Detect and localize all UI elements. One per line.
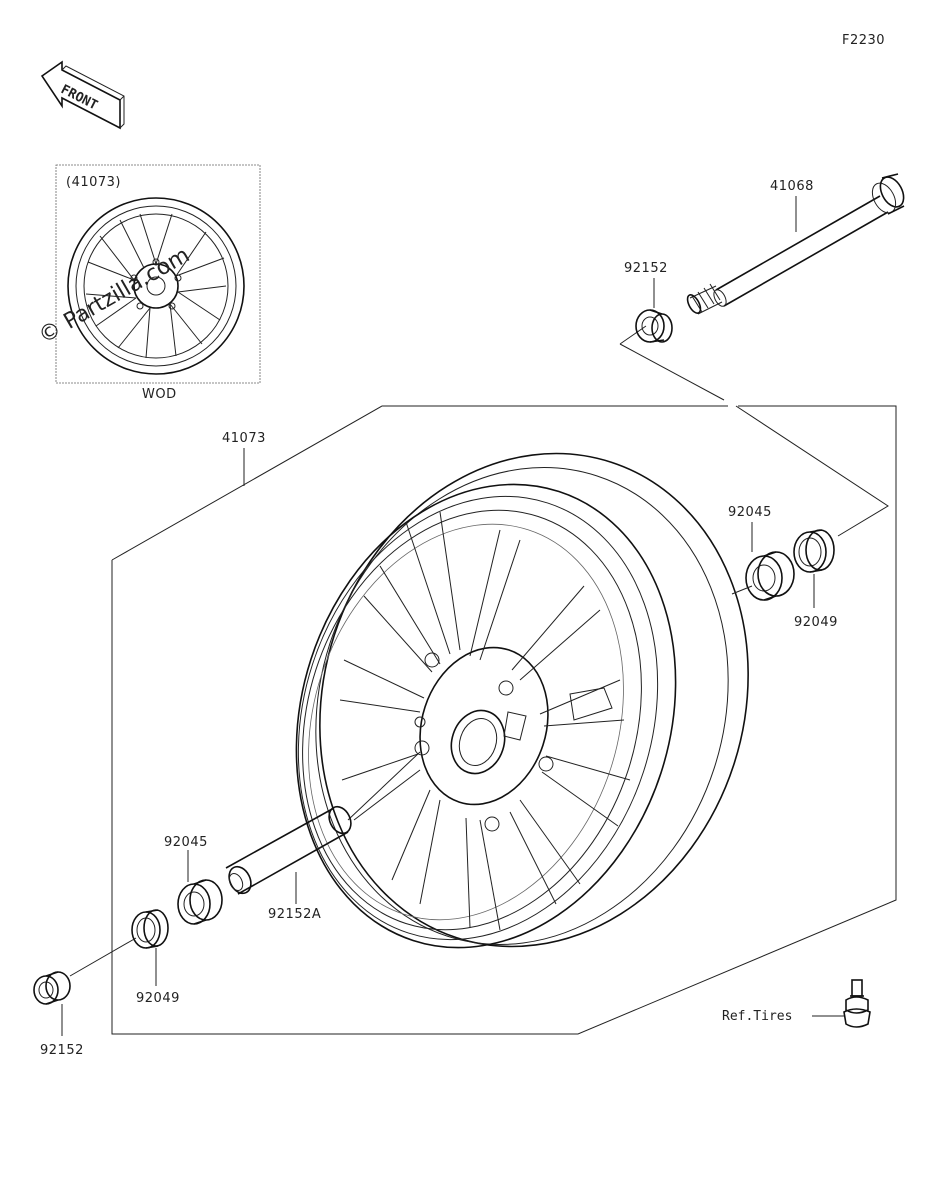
callout-bearing-left: 92045 — [164, 835, 208, 850]
inset-wheel-icon — [67, 197, 245, 375]
spacer-icon — [225, 805, 352, 895]
callout-valve: Ref.Tires — [722, 1009, 792, 1024]
axle-icon — [686, 173, 905, 315]
inset-caption: WOD — [142, 387, 177, 402]
callout-collar-left: 92152 — [40, 1043, 84, 1058]
bearing-left-icon — [177, 879, 223, 925]
valve-icon — [843, 979, 871, 1028]
callout-bearing-right: 92045 — [728, 505, 772, 520]
seal-right-icon — [793, 529, 835, 573]
front-arrow-icon: FRONT — [40, 60, 125, 130]
inset-part-number: (41073) — [66, 175, 121, 190]
callout-seal-left: 92049 — [136, 991, 180, 1006]
callout-spacer: 92152A — [268, 907, 321, 922]
collar-top-icon — [635, 309, 673, 343]
front-wheel-icon — [295, 452, 749, 949]
inset-wheel-box: (41073) WOD — [55, 164, 261, 402]
figure-code: F2230 — [842, 33, 885, 48]
wheel-assembly-outline — [111, 405, 728, 561]
bearing-right-icon — [745, 551, 795, 601]
seal-left-icon — [131, 909, 169, 949]
watermark: © Partzilla.com — [35, 243, 195, 350]
callout-axle: 41068 — [770, 179, 814, 194]
axle-bracket-line — [619, 343, 725, 401]
callout-wheel: 41073 — [222, 431, 266, 446]
callout-collar-top: 92152 — [624, 261, 668, 276]
callout-seal-right: 92049 — [794, 615, 838, 630]
collar-left-icon — [33, 971, 71, 1005]
